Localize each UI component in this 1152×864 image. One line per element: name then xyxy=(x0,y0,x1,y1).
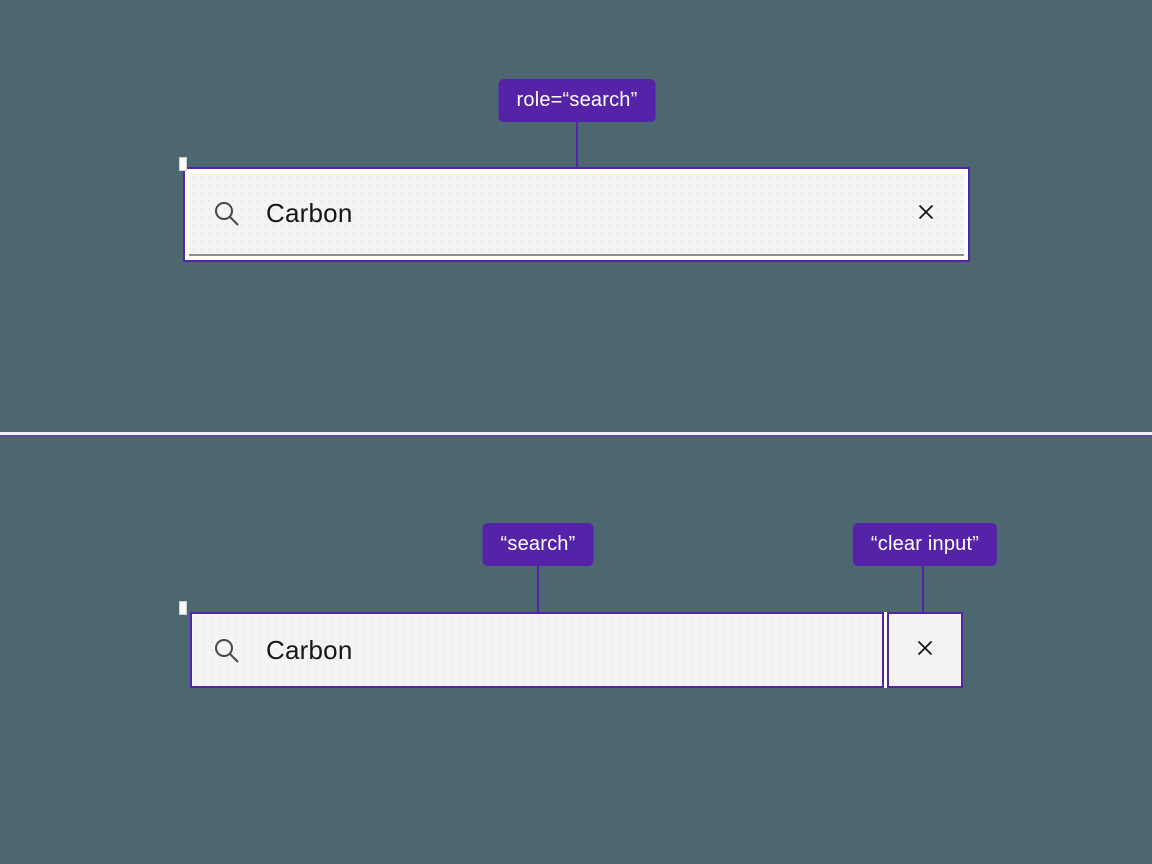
x-icon xyxy=(914,637,936,664)
annotation-connector-line xyxy=(922,564,924,612)
selection-handle xyxy=(179,157,187,171)
search-annotation-label: “search” xyxy=(500,533,576,555)
clear-input-button[interactable] xyxy=(887,612,963,688)
clear-input-annotation-label: “clear input” xyxy=(870,533,980,555)
section-divider-purple-line xyxy=(0,435,1152,437)
search-region-outline xyxy=(183,167,970,262)
search-input[interactable] xyxy=(266,198,904,229)
clear-input-annotation-badge: “clear input” xyxy=(852,523,998,566)
search-annotation-badge: “search” xyxy=(482,523,594,566)
search-bar[interactable] xyxy=(189,173,964,256)
search-icon xyxy=(213,637,240,664)
search-input-outline xyxy=(190,612,884,688)
role-search-annotation-label: role=“search” xyxy=(516,89,638,111)
role-search-annotation-badge: role=“search” xyxy=(498,79,656,122)
clear-input-button[interactable] xyxy=(904,192,948,236)
selection-handle xyxy=(179,601,187,615)
x-icon xyxy=(915,201,937,226)
outline-gap xyxy=(882,612,890,688)
search-icon xyxy=(213,200,240,227)
annotation-connector-line xyxy=(537,564,539,612)
annotation-connector-line xyxy=(576,120,578,167)
search-input[interactable] xyxy=(266,634,882,666)
clear-button-surface[interactable] xyxy=(889,614,961,686)
section-divider-white-line xyxy=(0,432,1152,435)
search-bar[interactable] xyxy=(192,614,882,686)
